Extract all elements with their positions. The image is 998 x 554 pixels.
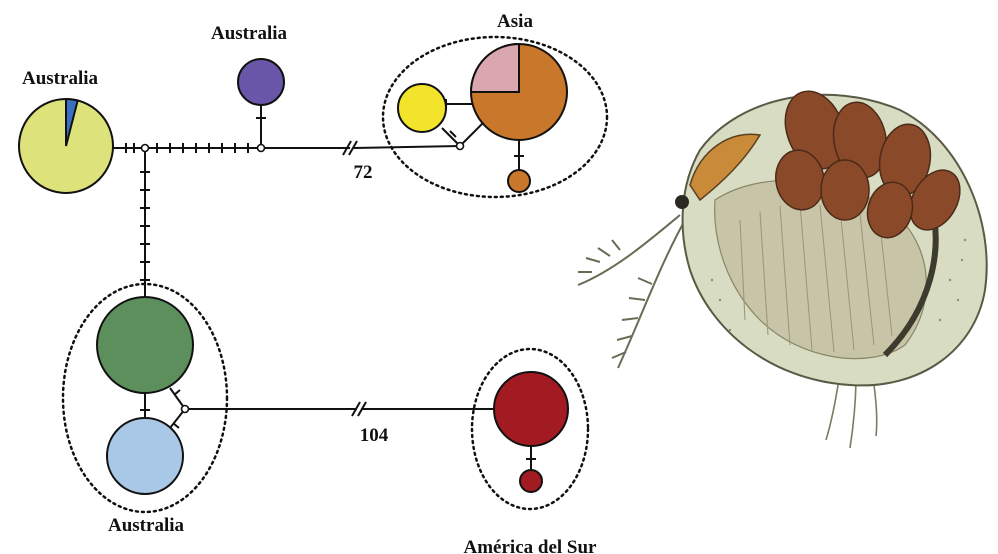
label-australia-left: Australia (22, 68, 99, 89)
australia-lightblue-node (107, 418, 183, 494)
network-lines (112, 104, 531, 472)
trunk-line-asia (354, 146, 460, 148)
south-america-small-node (520, 470, 542, 492)
label-australia-bottom: Australia (108, 515, 185, 536)
label-break-104: 104 (360, 425, 389, 446)
copepod-eye (675, 195, 689, 209)
median-vertex (457, 143, 464, 150)
mutation-tick (174, 390, 180, 395)
asia-small-node (508, 170, 530, 192)
haplotype-nodes (19, 44, 568, 494)
asia-pink-slice (471, 44, 519, 92)
mutation-tick (173, 423, 179, 428)
label-south-america: América del Sur (464, 537, 598, 554)
copepod-illustration (578, 83, 987, 448)
south-america-large-node (494, 372, 568, 446)
label-australia-top: Australia (211, 23, 288, 44)
australia-top-node (238, 59, 284, 105)
copepod-antennae (578, 215, 684, 368)
label-break-72: 72 (354, 162, 373, 183)
median-vertex (182, 406, 189, 413)
australia-green-node (97, 297, 193, 393)
label-asia: Asia (497, 11, 533, 32)
median-vertices (142, 143, 464, 413)
median-vertex (258, 145, 265, 152)
median-vertex (142, 145, 149, 152)
asia-yellow-node (398, 84, 446, 132)
